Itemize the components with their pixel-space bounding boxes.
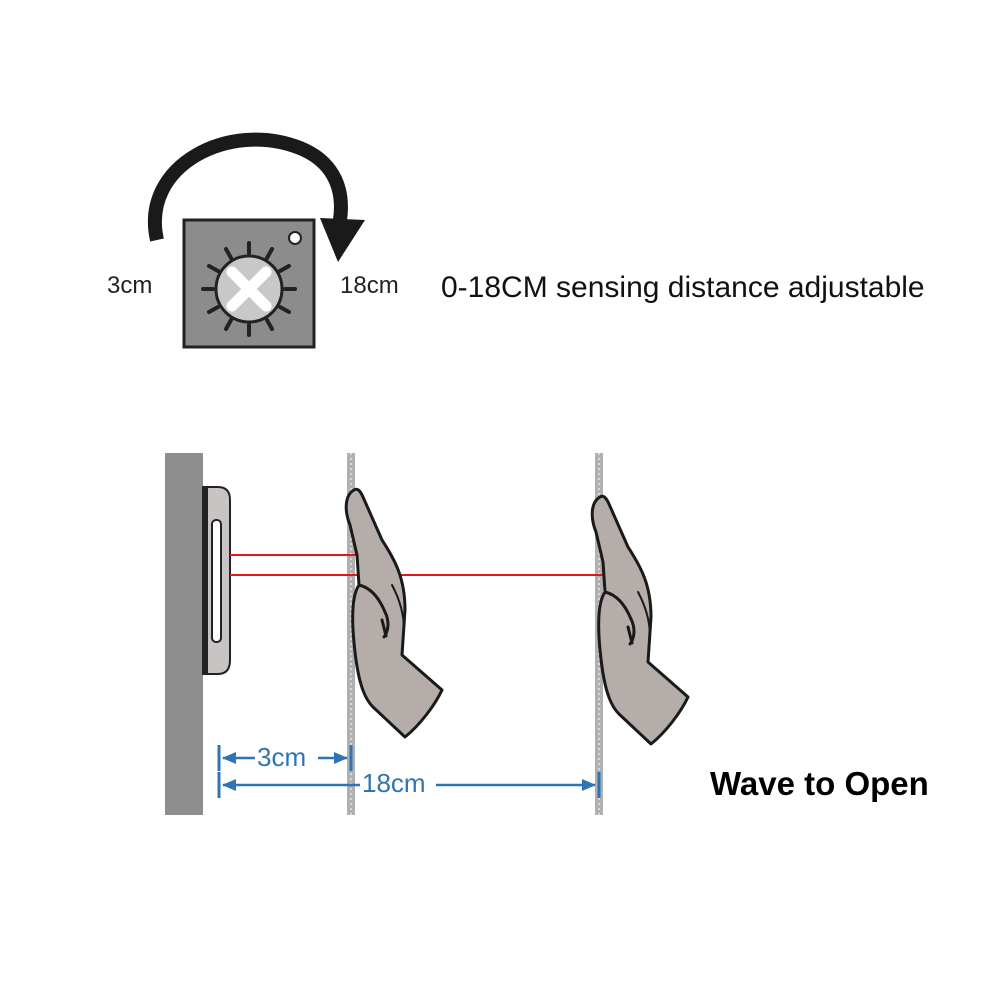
far-distance-label: 18cm [362,768,426,798]
sensor-beams [230,554,606,576]
rotation-knob-icon [182,218,316,349]
near-distance-label: 3cm [257,742,306,772]
clockwise-arrow-icon [148,132,365,262]
wall [165,453,203,815]
sensing-scene: 3cm 18cm Wave to Open [165,453,929,815]
hand-icon [590,494,690,746]
adjuster-section: 3cm 18cm 0-18CM sensing distance adjusta… [107,132,925,349]
sensing-distance-headline: 0-18CM sensing distance adjustable [441,271,925,304]
adjuster-max-label: 18cm [340,272,399,299]
dimension-far [217,772,601,798]
adjuster-min-label: 3cm [107,272,152,299]
wall-mounted-sensor-icon [202,486,231,675]
wave-to-open-caption: Wave to Open [710,765,929,802]
hand-icon [344,487,444,739]
dimension-near [217,745,353,771]
